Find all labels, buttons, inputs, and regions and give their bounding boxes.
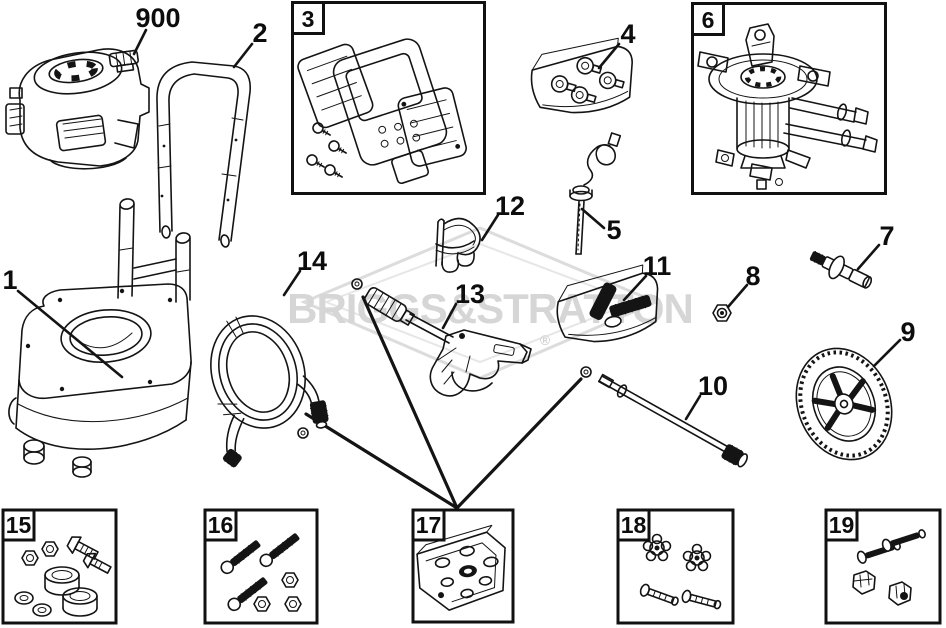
part-label-2: 2 <box>252 18 267 48</box>
handle-illustration <box>156 61 251 248</box>
o-ring-kit-bag-illustration <box>416 524 506 611</box>
kit-box-3 <box>291 1 486 195</box>
kit-box-16 <box>203 508 319 625</box>
part-label-5: 5 <box>606 215 621 245</box>
part-labels: 900 2 1 4 5 7 8 9 10 11 12 13 14 <box>2 3 915 401</box>
watermark-registered-mark: ® <box>540 332 551 348</box>
kit-number-15: 15 <box>6 512 32 538</box>
wheel-illustration <box>795 347 893 461</box>
part-label-14: 14 <box>297 246 327 276</box>
hex-nut-illustration <box>712 304 732 322</box>
part-label-10: 10 <box>698 371 728 401</box>
axle-bolt-illustration <box>809 250 873 289</box>
kit-box-15 <box>1 508 118 625</box>
kit-box-17 <box>411 508 515 624</box>
frame-base-illustration <box>8 198 192 478</box>
bolt-nut-kit-illustration <box>220 533 302 612</box>
kit-number-16: 16 <box>208 512 234 538</box>
high-pressure-hose-illustration <box>210 315 329 468</box>
kit-number-3: 3 <box>302 6 315 32</box>
kit-box-18 <box>616 508 735 625</box>
kit-box-6 <box>691 2 887 195</box>
part-label-13: 13 <box>455 279 485 309</box>
leader-lines <box>16 28 902 510</box>
part-label-4: 4 <box>620 19 635 49</box>
part-label-12: 12 <box>495 191 525 221</box>
spray-gun-illustration <box>351 278 532 397</box>
kit-box-numbers: 3 6 15 16 17 18 19 <box>6 6 855 538</box>
console-screws <box>306 122 347 178</box>
part-label-900: 900 <box>135 3 180 33</box>
oil-dipstick-illustration <box>569 132 622 255</box>
part-label-11: 11 <box>643 251 672 281</box>
part-label-8: 8 <box>745 261 760 291</box>
part-label-9: 9 <box>900 317 915 347</box>
console-panel-kit-illustration <box>297 38 467 185</box>
spray-wand-illustration <box>580 366 748 468</box>
kit-number-17: 17 <box>416 512 442 538</box>
engine-illustration <box>5 48 150 170</box>
bolt-knob-kit-illustration <box>852 529 926 606</box>
fitting-bag-illustration <box>530 37 633 114</box>
part-label-1: 1 <box>2 265 17 295</box>
foot-hardware-kit-illustration <box>14 536 112 617</box>
part-label-7: 7 <box>879 221 894 251</box>
kit-box-19 <box>824 508 942 625</box>
kit-number-6: 6 <box>702 7 715 33</box>
nozzle-bag-illustration <box>556 264 659 343</box>
kit-number-19: 19 <box>829 512 855 538</box>
pump-assembly-illustration <box>697 23 878 190</box>
gun-holder-clip-illustration <box>435 217 481 273</box>
kit-number-18: 18 <box>621 512 647 538</box>
knob-bolt-kit-illustration <box>639 533 722 610</box>
